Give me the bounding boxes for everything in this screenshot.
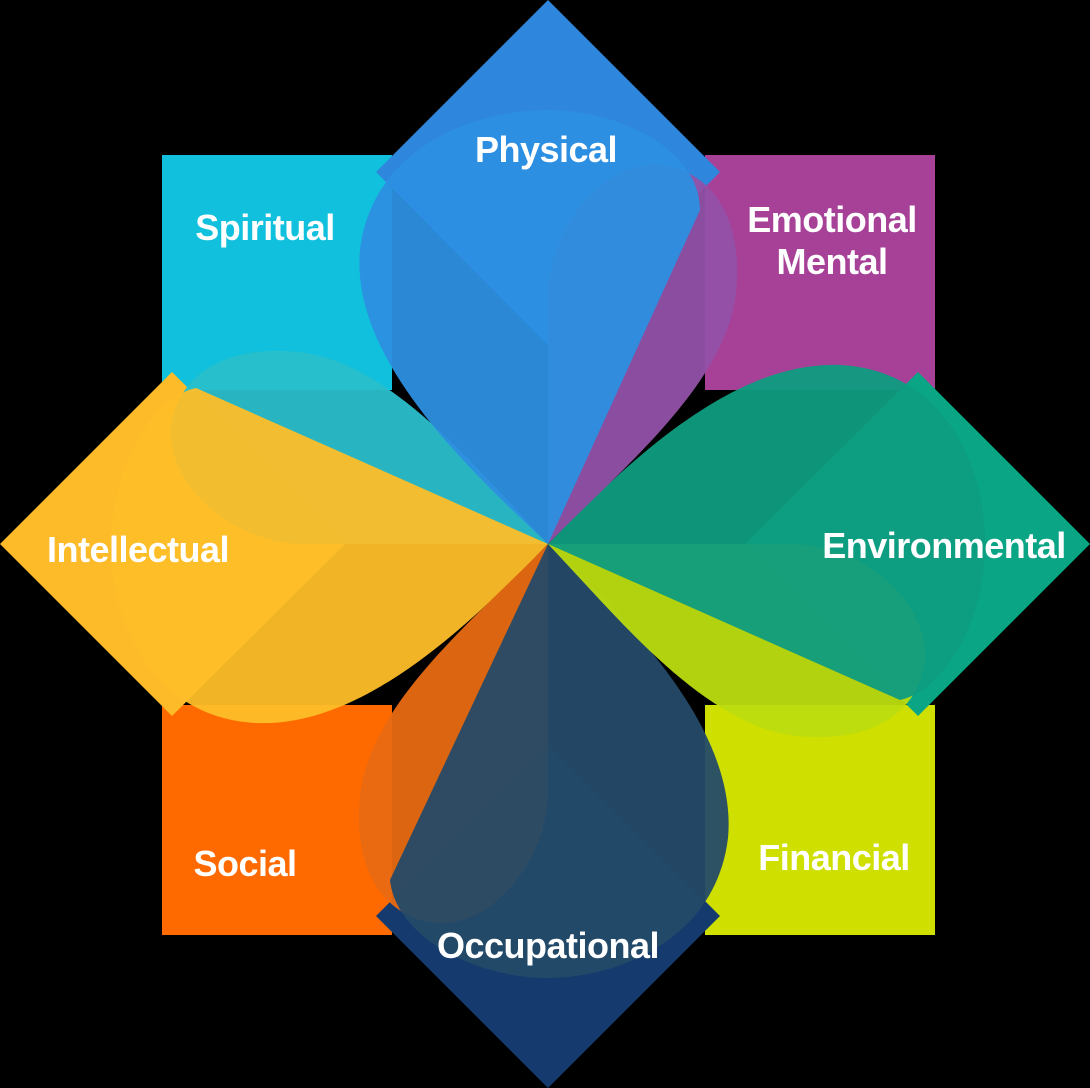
emotional-background-shape [705, 155, 935, 390]
physical-label-line: Physical [475, 129, 617, 170]
petal-shapes [111, 110, 985, 978]
social-label: Social [193, 843, 296, 884]
spiritual-background-shape [162, 155, 392, 390]
intellectual-petal [111, 388, 548, 724]
occupational-label-line: Occupational [437, 925, 659, 966]
spiritual-label: Spiritual [195, 207, 335, 248]
occupational-label: Occupational [437, 925, 659, 966]
financial-label: Financial [758, 837, 910, 878]
intellectual-label: Intellectual [47, 529, 229, 570]
social-label-line: Social [193, 843, 296, 884]
emotional-label-line: Mental [776, 241, 887, 282]
financial-background-shape [705, 705, 935, 935]
physical-petal [359, 110, 700, 544]
intellectual-label-line: Intellectual [47, 529, 229, 570]
environmental-label-line: Environmental [822, 525, 1066, 566]
spiritual-label-line: Spiritual [195, 207, 335, 248]
financial-label-line: Financial [758, 837, 910, 878]
environmental-petal [548, 364, 985, 700]
occupational-petal [390, 544, 729, 978]
emotional-label-line: Emotional [747, 199, 917, 240]
environmental-label: Environmental [822, 525, 1066, 566]
social-background-shape [162, 705, 392, 935]
physical-label: Physical [475, 129, 617, 170]
